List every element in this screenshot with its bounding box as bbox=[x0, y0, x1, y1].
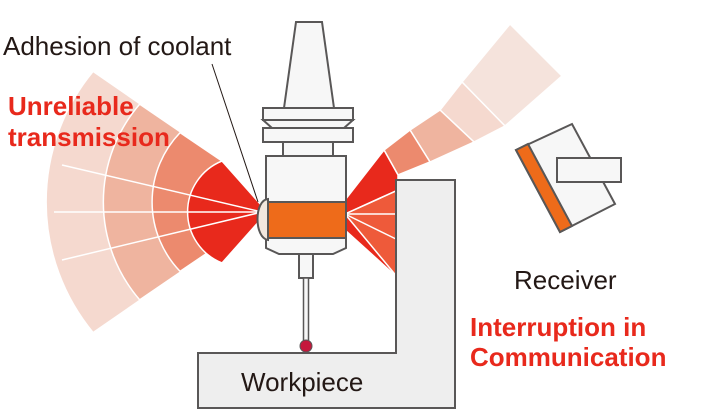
interruption-label-line1: Interruption in bbox=[470, 312, 646, 342]
right-signal-fan bbox=[343, 22, 564, 281]
stylus-shaft bbox=[302, 277, 310, 343]
receiver bbox=[514, 122, 622, 234]
coolant-label: Adhesion of coolant bbox=[3, 31, 232, 61]
left-signal-fan bbox=[45, 70, 263, 334]
stylus-ball bbox=[299, 339, 313, 353]
holder-flange-bottom bbox=[262, 127, 354, 143]
receiver-window bbox=[514, 142, 574, 234]
workpiece-block bbox=[197, 179, 456, 409]
holder-taper bbox=[282, 21, 336, 109]
coolant-droplet bbox=[256, 197, 269, 242]
receiver-bracket bbox=[556, 157, 622, 183]
holder-groove bbox=[260, 119, 356, 129]
probe-body bbox=[256, 155, 347, 353]
holder-flange-top bbox=[262, 107, 354, 121]
workpiece-label: Workpiece bbox=[241, 367, 363, 397]
unreliable-label-line1: Unreliable bbox=[8, 91, 134, 121]
receiver-label: Receiver bbox=[514, 265, 617, 295]
probe-upper-body bbox=[265, 155, 347, 203]
probe-lower-body bbox=[265, 237, 347, 255]
holder-neck bbox=[282, 141, 334, 157]
coolant-leader-line bbox=[211, 63, 259, 203]
probe-transmitter-window bbox=[265, 201, 347, 239]
unreliable-label-line2: transmission bbox=[8, 122, 170, 152]
interruption-label-line2: Communication bbox=[470, 342, 666, 372]
stylus-holder bbox=[298, 253, 314, 279]
tool-holder bbox=[260, 21, 356, 157]
